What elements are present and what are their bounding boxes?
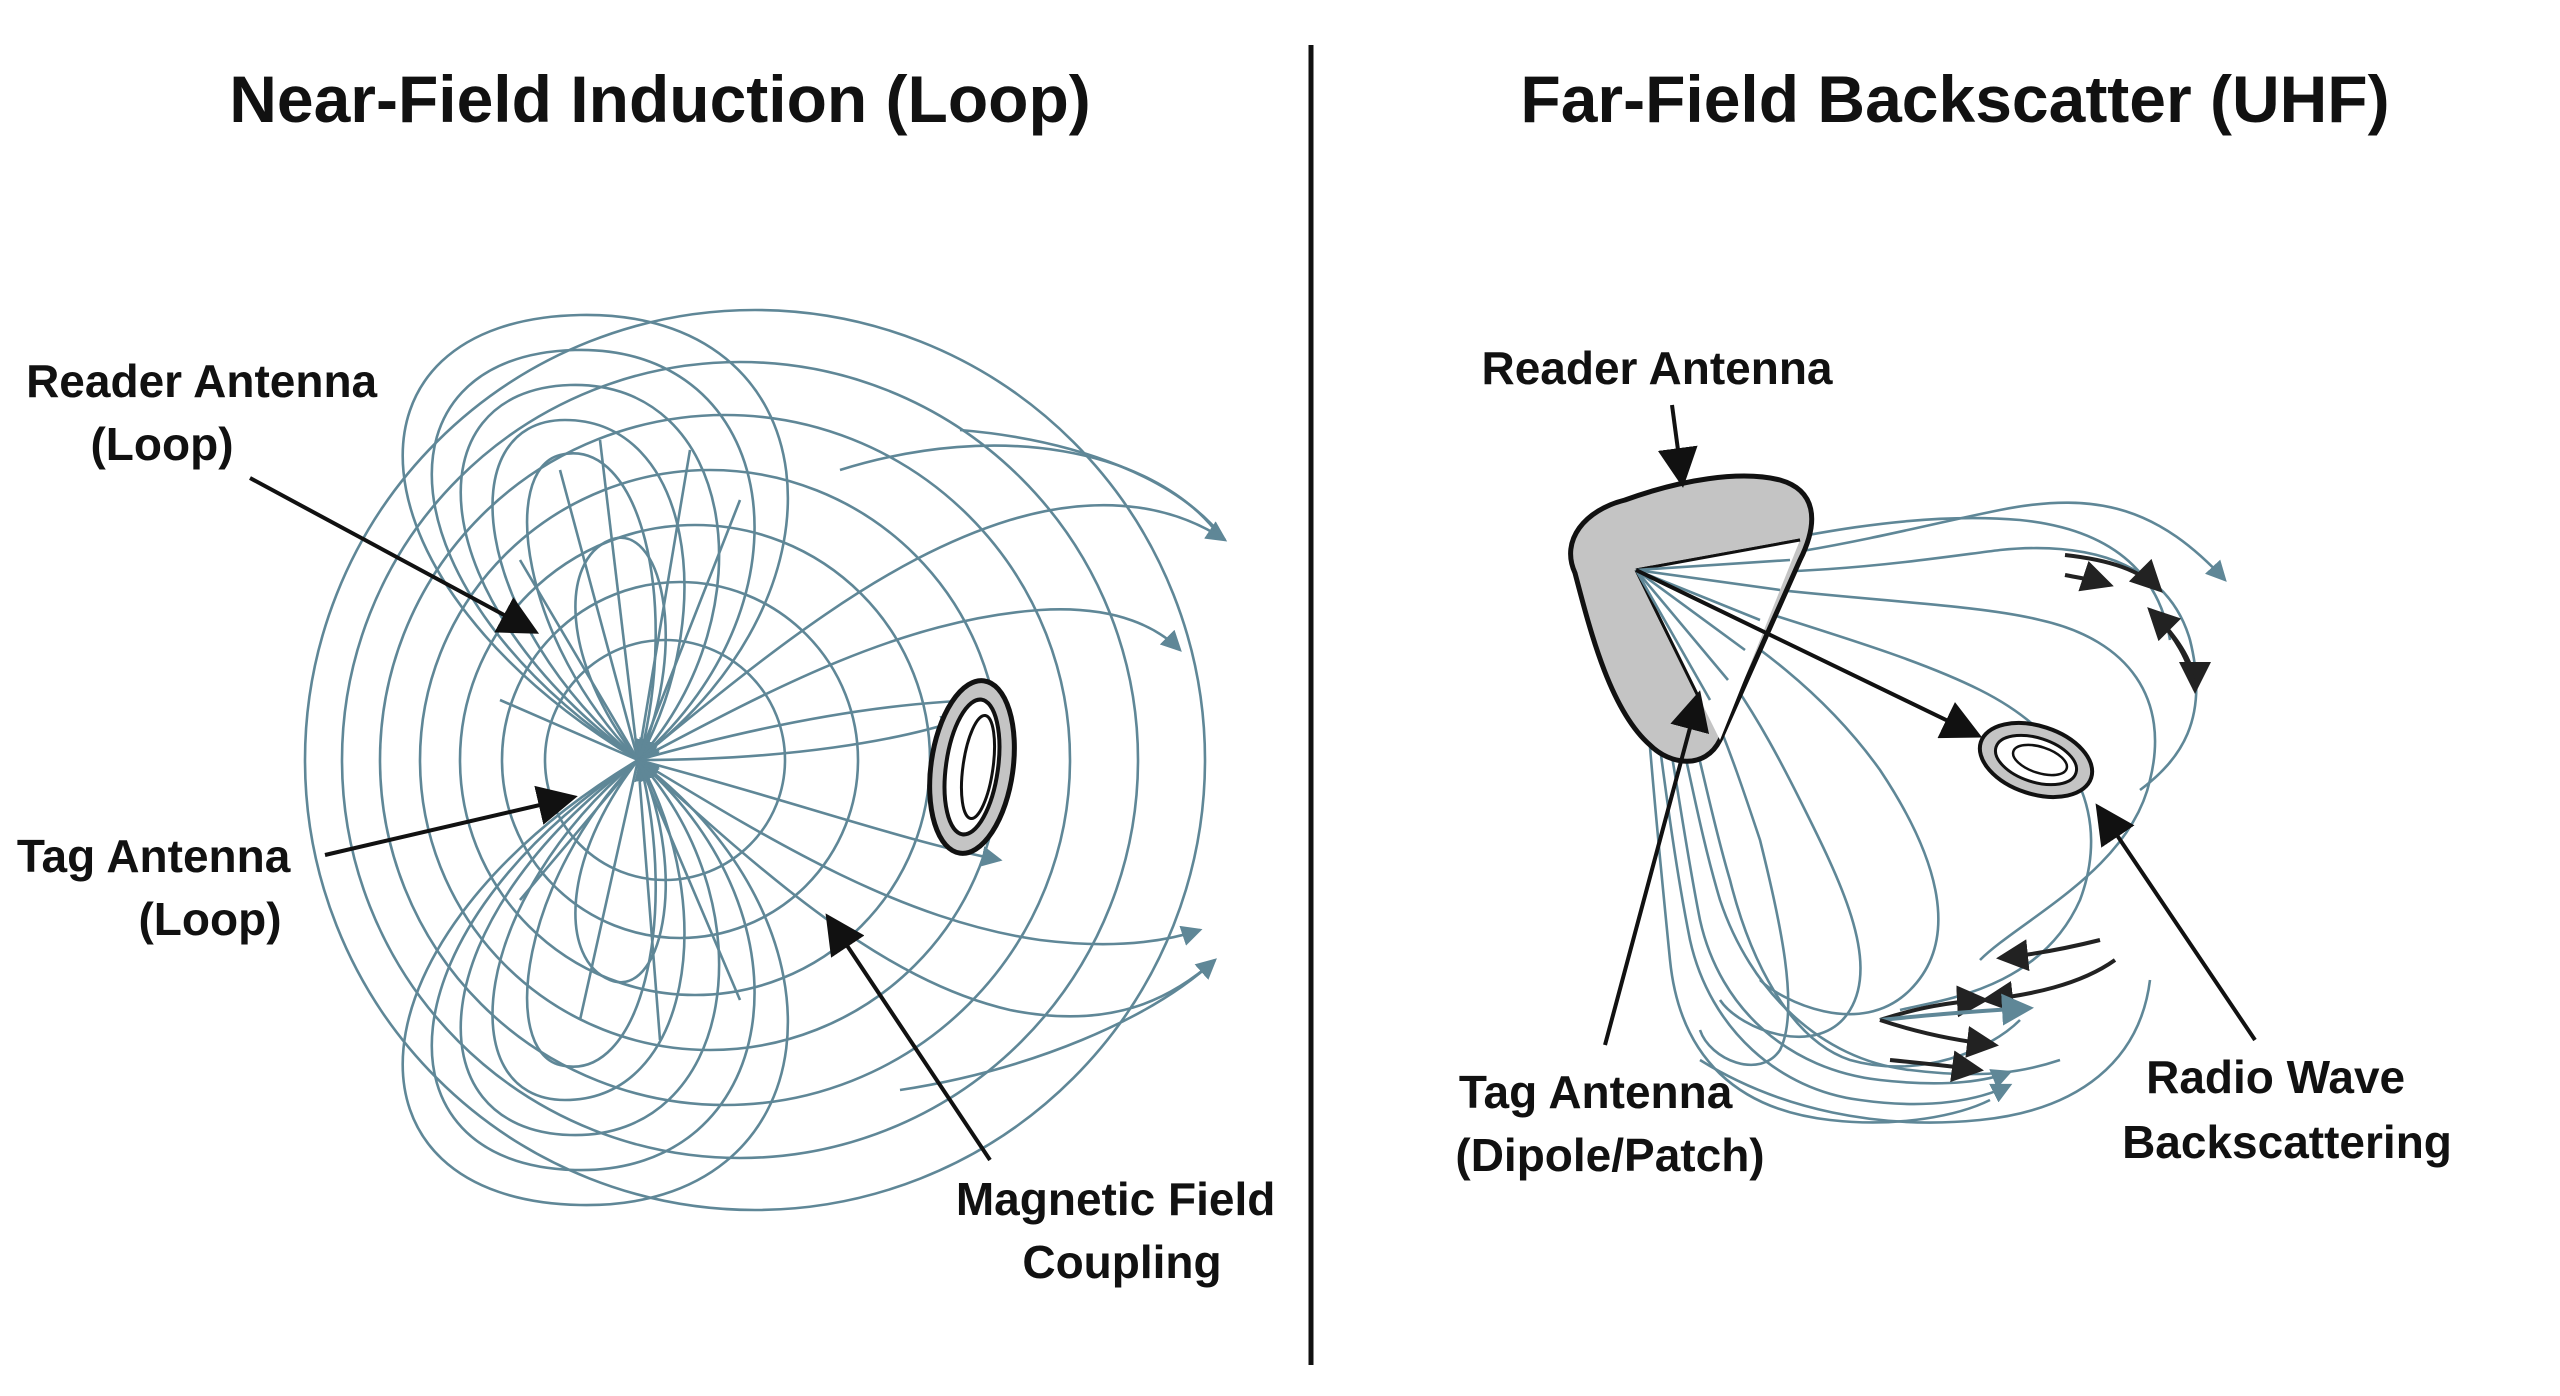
backscatter-pointer (2095, 803, 2257, 1042)
magnetic-field-label: Magnetic Field Coupling (956, 1173, 1288, 1288)
magnetic-field-circles (303, 308, 1207, 1212)
far-tag-antenna-label: Tag Antenna (Dipole/Patch) (1455, 1066, 1764, 1181)
right-panel-title: Far-Field Backscatter (UHF) (1520, 62, 2389, 136)
far-tag-antenna-pointer (1603, 690, 1710, 1046)
far-reader-antenna-pointer (1657, 404, 1698, 488)
reader-antenna-label: Reader Antenna (Loop) (26, 355, 390, 470)
magnetic-field-pointer (825, 913, 992, 1162)
radiating-field-lines (499, 428, 1228, 1092)
tag-antenna-loop (927, 678, 1017, 856)
reader-antenna-pointer (249, 476, 540, 634)
reader-to-tag-beam (1635, 568, 1983, 739)
near-field-diagram: Reader Antenna (Loop) Tag Antenna (Loop)… (17, 308, 1288, 1288)
tag-antenna-pointer (324, 785, 578, 857)
backscatter-direction-arrows (1879, 553, 2211, 1083)
far-field-diagram: Reader Antenna Tag Antenna (Dipole/Patch… (1455, 342, 2452, 1181)
far-reader-antenna-label: Reader Antenna (1481, 342, 1832, 394)
backscatter-label: Radio Wave Backscattering (2122, 1051, 2452, 1168)
tag-antenna-small-loop (1977, 721, 2095, 799)
left-panel-title: Near-Field Induction (Loop) (229, 62, 1091, 136)
tag-antenna-label: Tag Antenna (Loop) (17, 830, 303, 945)
